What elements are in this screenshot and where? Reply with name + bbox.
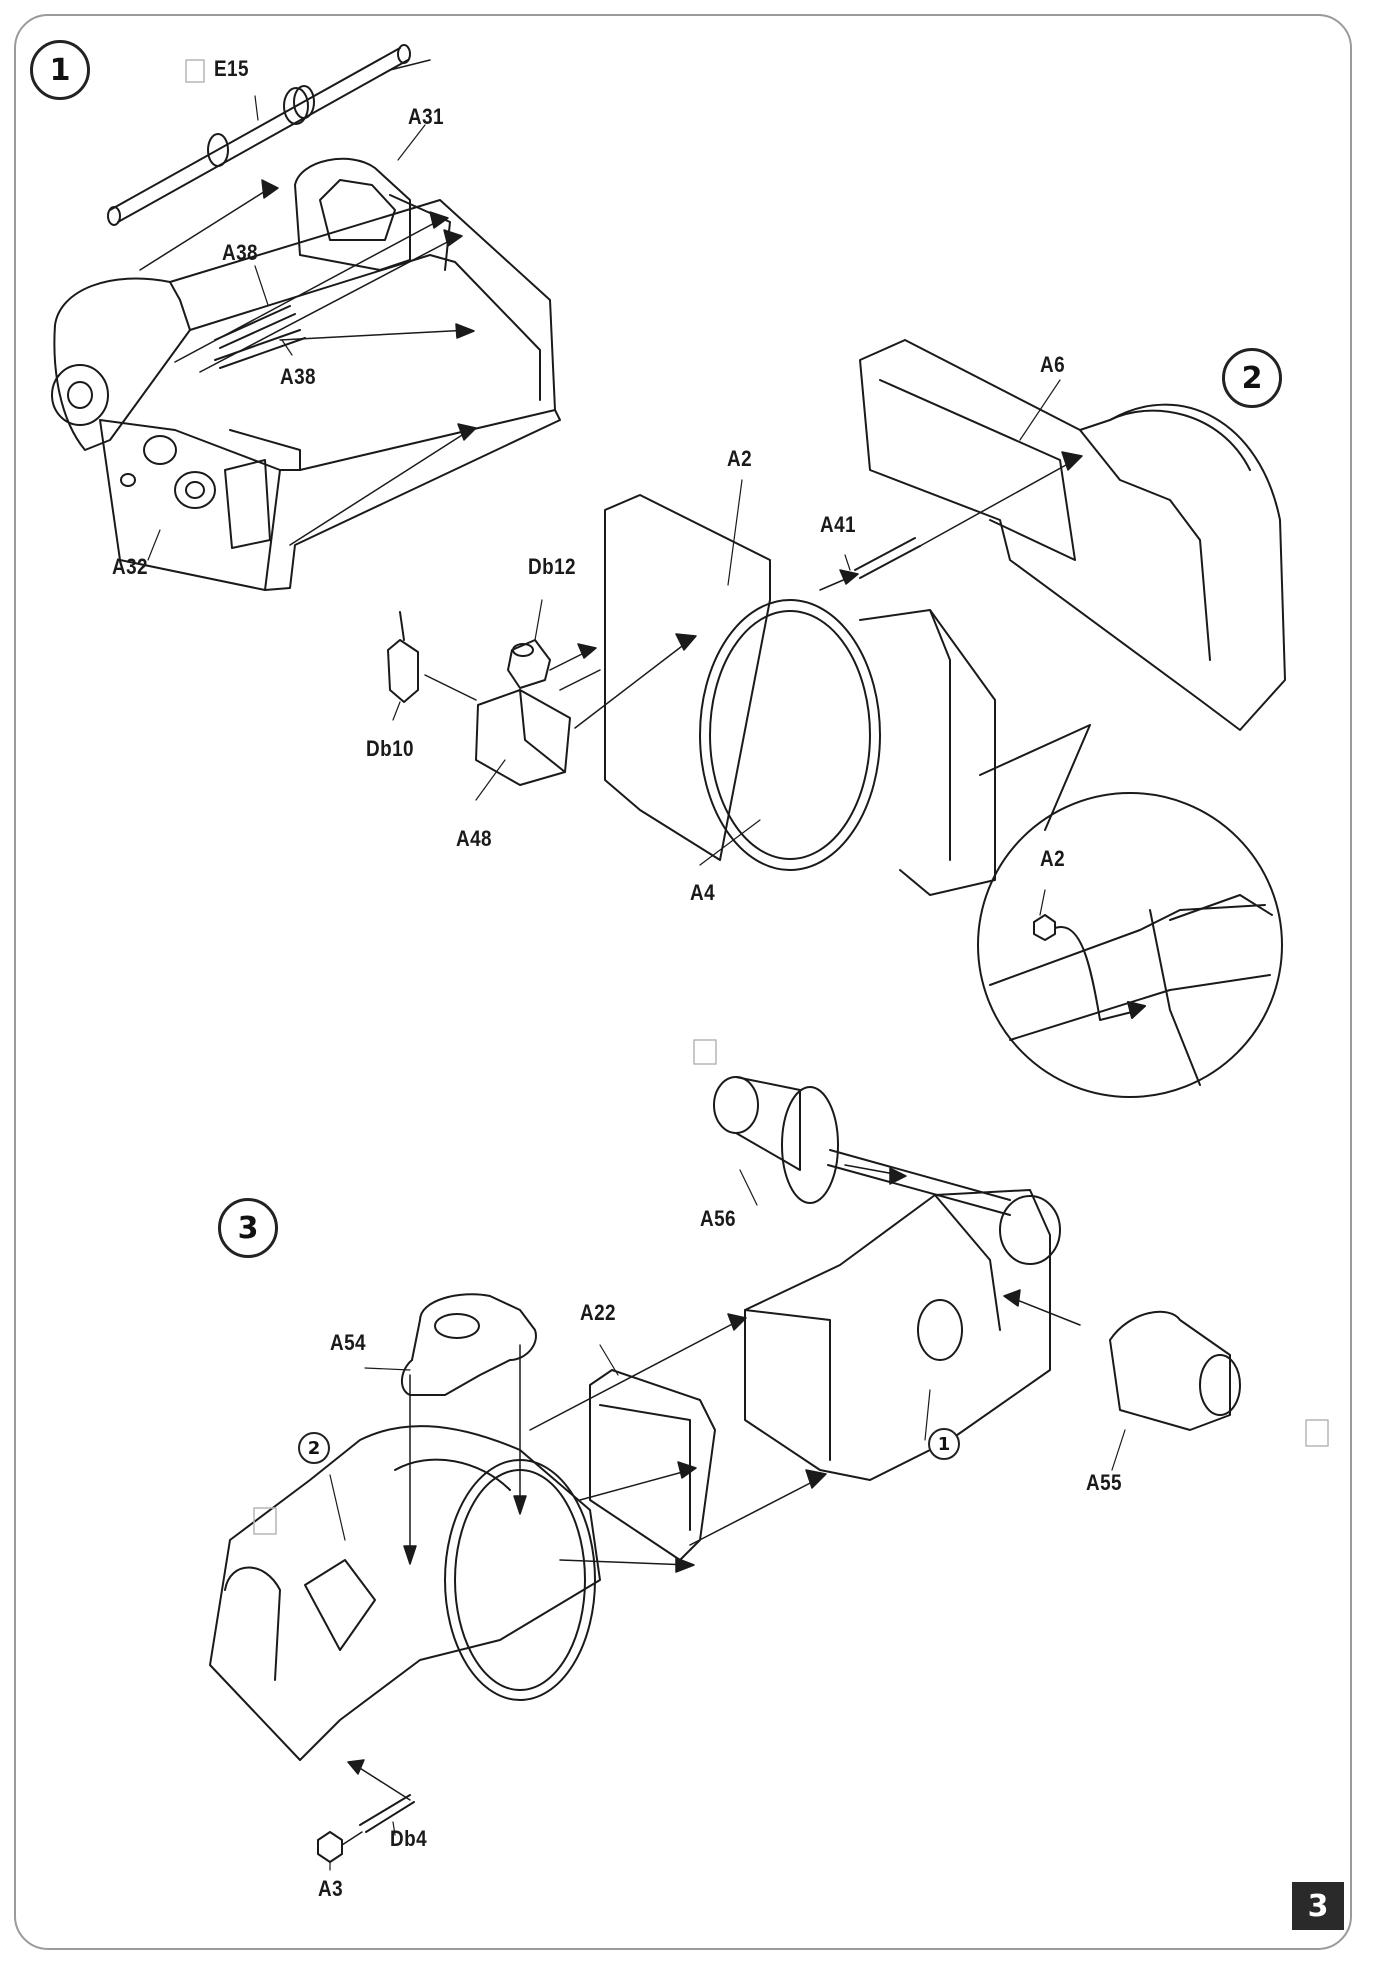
front-housing [209, 1425, 601, 1761]
housing-a32 [51, 199, 561, 591]
rear-housing [744, 1189, 1061, 1481]
part-label-a38-bottom: A38 [280, 364, 316, 389]
ref-step-1-marker: 1 [928, 1428, 960, 1460]
step2-arrows [424, 451, 1083, 729]
part-label-a54: A54 [330, 1330, 366, 1355]
step-3-badge: 3 [218, 1198, 278, 1258]
page-frame [14, 14, 1352, 1950]
housing-a4 [604, 494, 996, 896]
hub-a55 [1109, 1310, 1241, 1431]
valve-db12 [507, 639, 551, 689]
step2-diagram [387, 339, 1286, 1098]
plate-a22 [589, 1369, 716, 1561]
step-2-badge: 2 [1222, 348, 1282, 408]
step3-diagram [147, 59, 1329, 1871]
part-label-a22: A22 [580, 1300, 616, 1325]
part-label-a2: A2 [727, 446, 753, 471]
part-label-a31: A31 [408, 104, 444, 129]
part-label-a55: A55 [1086, 1470, 1122, 1495]
part-label-a56: A56 [700, 1206, 736, 1231]
part-label-a4: A4 [690, 880, 716, 905]
part-label-a41: A41 [820, 512, 856, 537]
step-1-badge: 1 [30, 40, 90, 100]
fitting-db10 [387, 611, 419, 703]
step1-diagram [51, 44, 561, 591]
pin-a41 [854, 537, 921, 579]
part-label-e15: E15 [214, 56, 249, 81]
step1-arrows [139, 59, 477, 546]
part-label-db4: Db4 [390, 1826, 428, 1851]
detail-callout [977, 724, 1283, 1098]
part-label-a2-detail: A2 [1040, 846, 1066, 871]
fitting-db4 [359, 1794, 415, 1833]
shaft-e15 [107, 44, 411, 226]
cover-a31 [294, 157, 451, 271]
block-a48 [475, 689, 571, 786]
part-label-a32: A32 [112, 554, 148, 579]
paint-chip-icon [185, 59, 1329, 1535]
ref-step-2-marker: 2 [298, 1432, 330, 1464]
step3-arrows [341, 1164, 1081, 1846]
part-label-a6: A6 [1040, 352, 1066, 377]
leader-lines [147, 95, 1126, 1871]
cover-a54 [401, 1293, 537, 1396]
pins-a38 [214, 305, 306, 369]
page-number: 3 [1292, 1882, 1344, 1930]
part-label-db12: Db12 [528, 554, 576, 579]
part-label-a48: A48 [456, 826, 492, 851]
part-label-db10: Db10 [366, 736, 414, 761]
part-label-a38-top: A38 [222, 240, 258, 265]
part-label-a3: A3 [318, 1876, 344, 1901]
housing-a6 [859, 339, 1286, 731]
cap-a3 [317, 1831, 343, 1863]
